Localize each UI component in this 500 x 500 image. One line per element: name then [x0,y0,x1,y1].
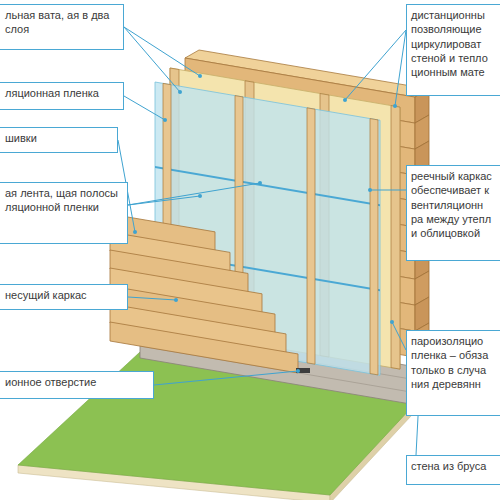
vent-hole [296,368,310,373]
callout-box: стена из бруса [406,455,500,485]
leader-line [370,190,406,191]
callout-box: ляционная пленка [0,82,124,110]
callout-text: несущий каркас [5,288,121,302]
leader-lines [118,27,422,455]
leader-dot [390,320,394,324]
leader-line [128,297,176,300]
leader-line [124,27,180,92]
leader-dot [163,118,167,122]
callout-box: ионное отверстие [0,371,154,399]
leader-line [124,96,165,120]
leader-dot [296,369,300,373]
callout-box: несущий каркас [0,284,128,310]
callout-text: стена из бруса [411,459,497,473]
callout-box: реечный каркас обеспечивает к вентиляцио… [406,165,500,261]
leader-line [124,27,200,76]
batten [370,119,378,375]
leader-dots [133,74,424,373]
leader-line [392,322,406,350]
callout-box: льная вата, ая в два слоя [0,4,124,50]
sealing-tape [155,167,380,205]
leader-line [395,30,406,106]
leader-dot [343,98,347,102]
leader-dot [178,90,182,94]
callout-box: дистанционны позволяющие циркулироват ст… [406,4,500,96]
leader-dot [393,104,397,108]
leader-dot [133,230,137,234]
callout-text: льная вата, ая в два слоя [5,8,115,37]
callout-text: ая лента, щая полосы ляционной пленки [5,186,121,215]
callout-text: дистанционны позволяющие циркулироват ст… [411,8,497,79]
callout-text: реечный каркас обеспечивает к вентиляцио… [411,169,497,240]
cladding [110,214,298,373]
leader-dot [368,188,372,192]
leader-line [154,371,298,385]
leader-dot [258,181,262,185]
leader-dot [174,298,178,302]
callout-box: пароизоляцио пленка – обяза только в слу… [406,330,500,416]
callout-box: ая лента, щая полосы ляционной пленки [0,182,128,244]
callout-text: ляционная пленка [5,86,117,100]
leader-dot [198,74,202,78]
leader-dot [198,194,202,198]
cladding-board [110,322,298,373]
batten [307,108,315,364]
leader-line [345,30,406,100]
callout-text: ионное отверстие [5,375,147,389]
callout-box: шивки [0,127,118,153]
callout-text: пароизоляцио пленка – обяза только в слу… [411,334,497,391]
leader-line [128,183,260,205]
callout-text: шивки [5,131,111,145]
